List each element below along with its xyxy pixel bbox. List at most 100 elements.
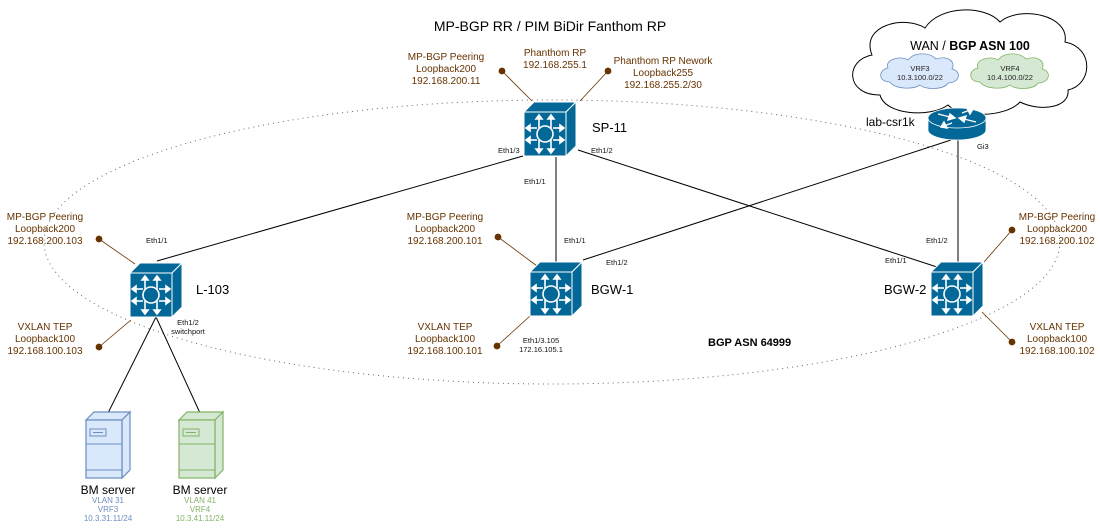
wan-vrf4-label: VRF4 10.4.100.0/22: [970, 64, 1050, 82]
server1-ip: 10.3.31.11/24: [83, 514, 133, 523]
server2-label: BM server VLAN 41 VRF4 10.3.41.11/24: [160, 484, 240, 523]
server1-vrf: VRF3: [97, 505, 119, 514]
vrf4-cloud: [970, 53, 1049, 89]
annotation-line: Loopback100: [1026, 334, 1088, 345]
annotation-line: 192.168.100.102: [1019, 346, 1095, 357]
annotation-line: 192.168.255.2/30: [624, 80, 702, 91]
annotation-line: 192.168.200.101: [407, 236, 483, 247]
annotation-line: 192.168.100.103: [7, 346, 83, 357]
pin-bgw2-lo200: [1008, 226, 1016, 234]
annotation-line: Loopback255: [632, 68, 694, 79]
l103-annotation-lo100: VXLAN TEP Loopback100 192.168.100.103: [0, 322, 90, 358]
sp11-annotation-lo255: Phanthom RP Nework Loopback255 192.168.2…: [608, 56, 718, 92]
pin-bgw1-lo100: [493, 342, 501, 350]
annotation-line: Loopback200: [415, 64, 477, 75]
annotation-line: Eth1/3.105: [522, 336, 560, 345]
router-port-gi3: Gi3: [977, 142, 989, 151]
diagram-title: MP-BGP RR / PIM BiDir Fanthom RP: [433, 18, 667, 34]
bgw1-annotation-lo200: MP-BGP Peering Loopback200 192.168.200.1…: [400, 212, 490, 248]
router-name: lab-csr1k: [866, 115, 915, 129]
annotation-line: Loopback200: [1026, 224, 1088, 235]
server1-vlan: VLAN 31: [91, 496, 125, 505]
l103-annotation-lo200: MP-BGP Peering Loopback200 192.168.200.1…: [0, 212, 90, 248]
server2-ip: 10.3.41.11/24: [175, 514, 225, 523]
router-csr1k-icon[interactable]: [927, 107, 987, 141]
switch-sp11-icon[interactable]: [523, 101, 577, 157]
vrf4-name: VRF4: [1000, 64, 1020, 73]
sp11-port-eth1-3: Eth1/3: [498, 146, 520, 155]
annotation-line: 192.168.200.103: [7, 236, 83, 247]
annotation-line: switchport: [171, 327, 205, 336]
bgw2-annotation-lo200: MP-BGP Peering Loopback200 192.168.200.1…: [1014, 212, 1100, 248]
bgw1-port-eth1-2: Eth1/2: [606, 258, 628, 267]
wan-title-prefix: WAN /: [910, 39, 950, 53]
switch-l103-icon[interactable]: [129, 262, 183, 318]
vrf4-prefix: 10.4.100.0/22: [987, 73, 1033, 82]
annotation-line: VXLAN TEP: [417, 322, 473, 333]
pin-bgw2-lo100: [1008, 338, 1016, 346]
wan-asn: BGP ASN 100: [949, 39, 1030, 53]
pin-bgw1-lo200: [494, 233, 502, 241]
annotation-line: Loopback100: [414, 334, 476, 345]
annotation-line: 192.168.100.101: [407, 346, 483, 357]
annotation-line: MP-BGP Peering: [6, 212, 84, 223]
pin-l103-lo200: [95, 235, 103, 243]
annotation-line: 172.16.105.1: [519, 345, 563, 354]
bgw2-name: BGW-2: [884, 282, 927, 297]
vrf3-name: VRF3: [910, 64, 930, 73]
annotation-line: 192.168.255.1: [523, 60, 587, 71]
switch-bgw2-icon[interactable]: [930, 261, 984, 317]
annotation-line: VXLAN TEP: [17, 322, 73, 333]
switch-bgw1-icon[interactable]: [529, 261, 583, 317]
server2-icon[interactable]: [177, 410, 225, 480]
annotation-line: Eth1/2: [177, 318, 199, 327]
annotation-line: Phanthom RP Nework: [613, 56, 713, 67]
annotation-line: 192.168.200.102: [1019, 236, 1095, 247]
sp11-port-eth1-2: Eth1/2: [591, 146, 613, 155]
annotation-line: Loopback200: [414, 224, 476, 235]
pin-sp11-lo200: [498, 67, 506, 75]
bgw2-port-eth1-2: Eth1/2: [926, 236, 948, 245]
annotation-line: 192.168.200.11: [411, 76, 481, 87]
annotation-line: MP-BGP Peering: [406, 212, 484, 223]
bgw2-annotation-lo100: VXLAN TEP Loopback100 192.168.100.102: [1014, 322, 1100, 358]
l103-name: L-103: [196, 282, 230, 297]
server1-label: BM server VLAN 31 VRF3 10.3.31.11/24: [68, 484, 148, 523]
bgw1-port-eth1-3-105: Eth1/3.105 172.16.105.1: [516, 336, 566, 354]
l103-port-eth1-1: Eth1/1: [146, 236, 168, 245]
bgw1-annotation-lo100: VXLAN TEP Loopback100 192.168.100.101: [400, 322, 490, 358]
link-l103-server1: [107, 316, 157, 414]
bgw1-port-eth1-1: Eth1/1: [564, 236, 586, 245]
link-l103-server2: [155, 316, 201, 414]
sp11-annotation-lo200: MP-BGP Peering Loopback200 192.168.200.1…: [396, 52, 496, 88]
pin-sp11-lo255: [604, 67, 612, 75]
pin-l103-lo100: [95, 343, 103, 351]
wan-title: WAN / BGP ASN 100: [880, 39, 1060, 53]
sp11-port-eth1-1: Eth1/1: [524, 177, 546, 186]
annotation-line: Phanthom RP: [523, 48, 587, 59]
link-sp11-bgw2: [577, 149, 938, 268]
annotation-line: VXLAN TEP: [1029, 322, 1085, 333]
sp11-name: SP-11: [592, 120, 628, 135]
server1-icon[interactable]: [84, 410, 132, 480]
wan-vrf3-label: VRF3 10.3.100.0/22: [880, 64, 960, 82]
vrf3-prefix: 10.3.100.0/22: [897, 73, 943, 82]
asn-64999-boundary: [43, 99, 1061, 385]
annotation-line: Loopback100: [14, 334, 76, 345]
server2-name: BM server: [172, 483, 228, 497]
sp11-annotation-rp: Phanthom RP 192.168.255.1: [515, 48, 595, 72]
annotation-line: MP-BGP Peering: [1018, 212, 1096, 223]
server2-vrf: VRF4: [189, 505, 211, 514]
vrf3-cloud: [880, 53, 959, 89]
server1-name: BM server: [80, 483, 136, 497]
asn-label: BGP ASN 64999: [708, 337, 792, 349]
annotation-line: MP-BGP Peering: [407, 52, 485, 63]
bgw1-name: BGW-1: [591, 282, 634, 297]
wan-cloud: [852, 9, 1088, 115]
bgw2-port-eth1-1: Eth1/1: [885, 256, 907, 265]
server2-vlan: VLAN 41: [183, 496, 217, 505]
l103-port-eth1-2: Eth1/2 switchport: [168, 318, 208, 336]
annotation-line: Loopback200: [14, 224, 76, 235]
link-bgw1-csr1k: [582, 139, 952, 261]
